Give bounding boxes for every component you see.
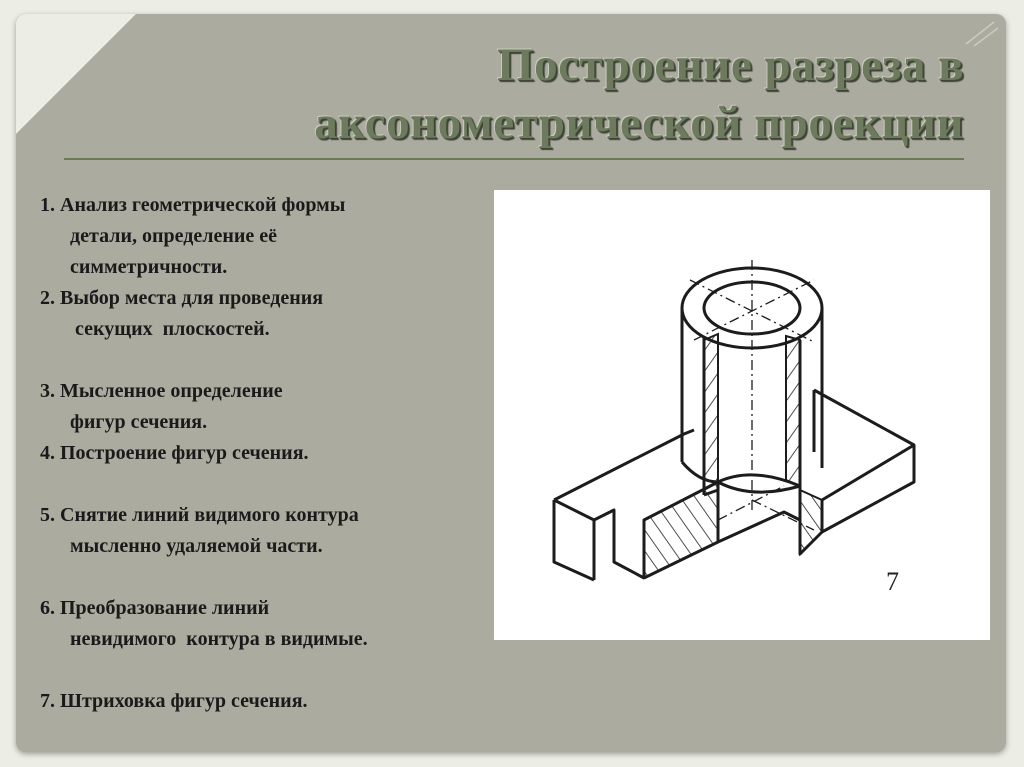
- step-5-line-2: мысленно удаляемой части.: [70, 535, 323, 557]
- step-1-line-3: симметричности.: [70, 256, 228, 278]
- step-5-line-1: 5. Снятие линий видимого контура: [40, 504, 359, 526]
- title-divider: [64, 158, 964, 160]
- axis-lines: [689, 260, 815, 531]
- step-3-line-1: 3. Мысленное определение: [40, 380, 283, 402]
- section-hatch-left-arm: [643, 480, 719, 580]
- axonometric-section-figure: 7: [494, 190, 990, 640]
- corner-lines-decoration: [965, 21, 999, 47]
- slide-title: Построение разреза в аксонометрической п…: [164, 36, 964, 152]
- section-hatch-left-wall: [703, 332, 719, 492]
- figure-number: 7: [886, 567, 899, 596]
- step-2-line-1: 2. Выбор места для проведения: [40, 287, 324, 309]
- corner-decoration: [16, 14, 136, 134]
- title-line-1: Построение разреза в: [497, 39, 964, 91]
- step-3: 3. Мысленное определение фигур сечения.: [40, 376, 510, 438]
- slide-panel: Построение разреза в аксонометрической п…: [16, 14, 1006, 752]
- step-1-line-2: детали, определение её: [70, 225, 278, 247]
- step-3-line-2: фигур сечения.: [70, 411, 208, 433]
- section-drawing: 7: [552, 260, 916, 596]
- title-line-2: аксонометрической проекции: [314, 97, 964, 149]
- section-hatch-right-arm: [799, 488, 823, 557]
- step-4: 4. Построение фигур сечения.: [40, 438, 510, 469]
- step-2-line-2: секущих плоскостей.: [70, 318, 270, 340]
- step-5: 5. Снятие линий видимого контура мысленн…: [40, 500, 510, 562]
- step-7-line-1: 7. Штриховка фигур сечения.: [40, 690, 308, 712]
- step-6-line-1: 6. Преобразование линий: [40, 597, 270, 619]
- step-7: 7. Штриховка фигур сечения.: [40, 686, 510, 717]
- section-hatch-right-wall: [785, 334, 801, 488]
- step-2: 2. Выбор места для проведения секущих пл…: [40, 283, 510, 345]
- step-1: 1. Анализ геометрической формы детали, о…: [40, 190, 510, 283]
- step-4-line-1: 4. Построение фигур сечения.: [40, 442, 309, 464]
- step-1-line-1: 1. Анализ геометрической формы: [40, 194, 346, 216]
- part-outline: [552, 266, 916, 582]
- step-6: 6. Преобразование линий невидимого конту…: [40, 593, 510, 655]
- steps-list: 1. Анализ геометрической формы детали, о…: [40, 190, 510, 717]
- step-6-line-2: невидимого контура в видимые.: [70, 628, 368, 650]
